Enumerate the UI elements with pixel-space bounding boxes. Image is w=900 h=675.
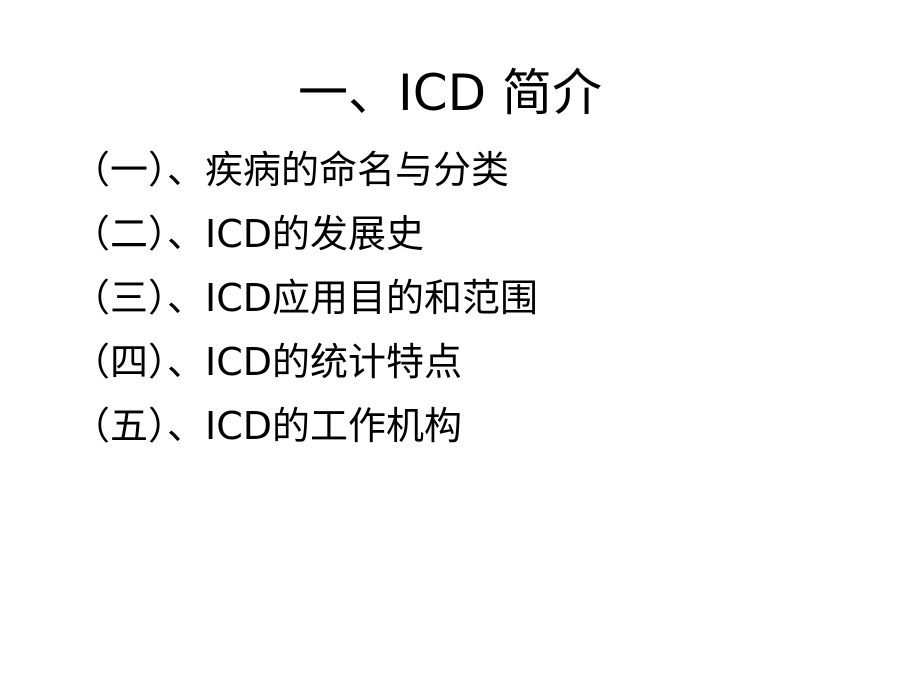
outline-item-3: （三）、ICD应用目的和范围 (72, 276, 539, 320)
outline-item-4: （四）、ICD的统计特点 (72, 340, 463, 384)
outline-list: （一）、疾病的命名与分类 （二）、ICD的发展史 （三）、ICD应用目的和范围 … (72, 138, 538, 458)
slide-title: 一、ICD 简介 (297, 64, 603, 122)
outline-item-2: （二）、ICD的发展史 (72, 212, 425, 256)
outline-item-5: （五）、ICD的工作机构 (72, 404, 463, 448)
outline-item-1: （一）、疾病的命名与分类 (72, 148, 510, 192)
